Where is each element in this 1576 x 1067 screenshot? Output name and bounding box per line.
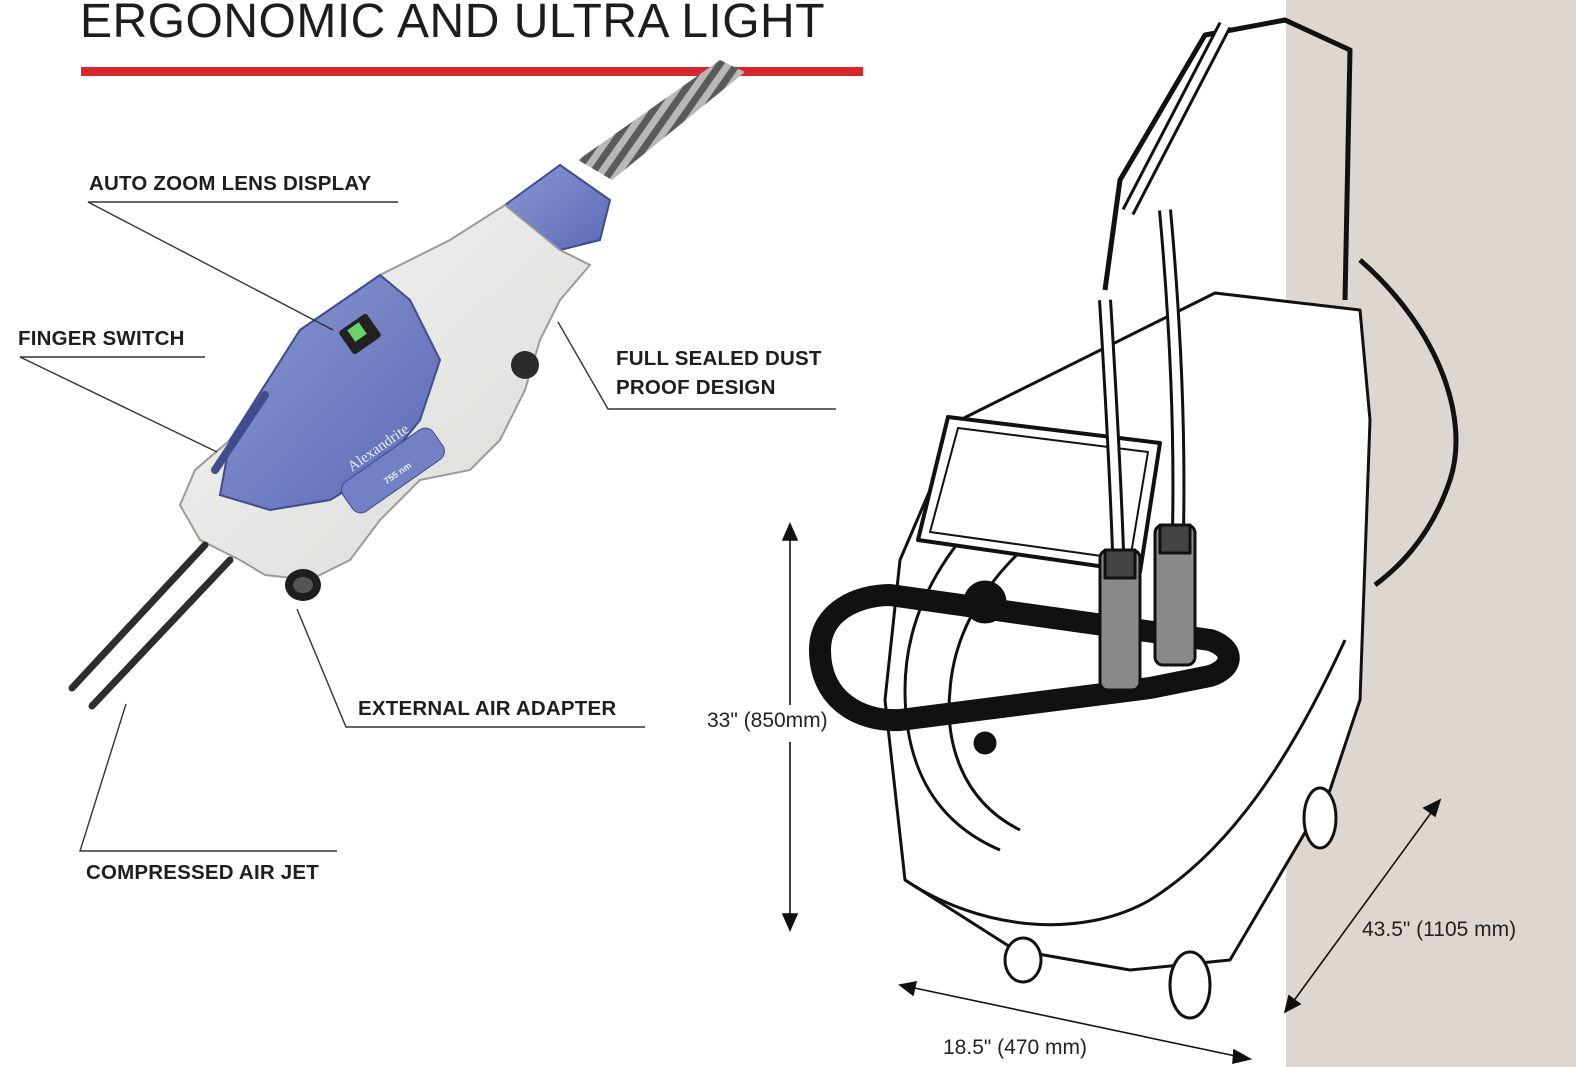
cart-front-handle bbox=[809, 584, 1240, 732]
dimension-depth-label: 43.5" (1105 mm) bbox=[1362, 918, 1517, 941]
handpiece-tips bbox=[68, 541, 234, 710]
title-underline bbox=[81, 67, 863, 76]
handpiece-body bbox=[178, 203, 592, 582]
callout-compressed-air-jet: COMPRESSED AIR JET bbox=[86, 861, 319, 884]
callout-dust-proof-line2: PROOF DESIGN bbox=[616, 376, 776, 399]
cart-wheel bbox=[1302, 786, 1338, 850]
dimension-arrows bbox=[781, 522, 1442, 1065]
callout-auto-zoom-lens-display: AUTO ZOOM LENS DISPLAY bbox=[89, 172, 372, 195]
callout-dust-proof-line1: FULL SEALED DUST bbox=[616, 347, 822, 370]
dimension-height-label: 33" (850mm) bbox=[707, 709, 828, 732]
callout-lines bbox=[19, 201, 836, 852]
cart-wheel bbox=[1003, 936, 1043, 984]
cart-handle bbox=[1102, 17, 1353, 301]
air-adapter-port bbox=[285, 569, 321, 601]
callout-finger-switch: FINGER SWITCH bbox=[18, 327, 185, 350]
page-title: ERGONOMIC AND ULTRA LIGHT bbox=[80, 0, 826, 48]
cart-wheel bbox=[1168, 950, 1212, 1020]
dimension-width-label: 18.5" (470 mm) bbox=[943, 1036, 1088, 1059]
callout-external-air-adapter: EXTERNAL AIR ADAPTER bbox=[358, 697, 617, 720]
coiled-cable bbox=[578, 60, 745, 180]
